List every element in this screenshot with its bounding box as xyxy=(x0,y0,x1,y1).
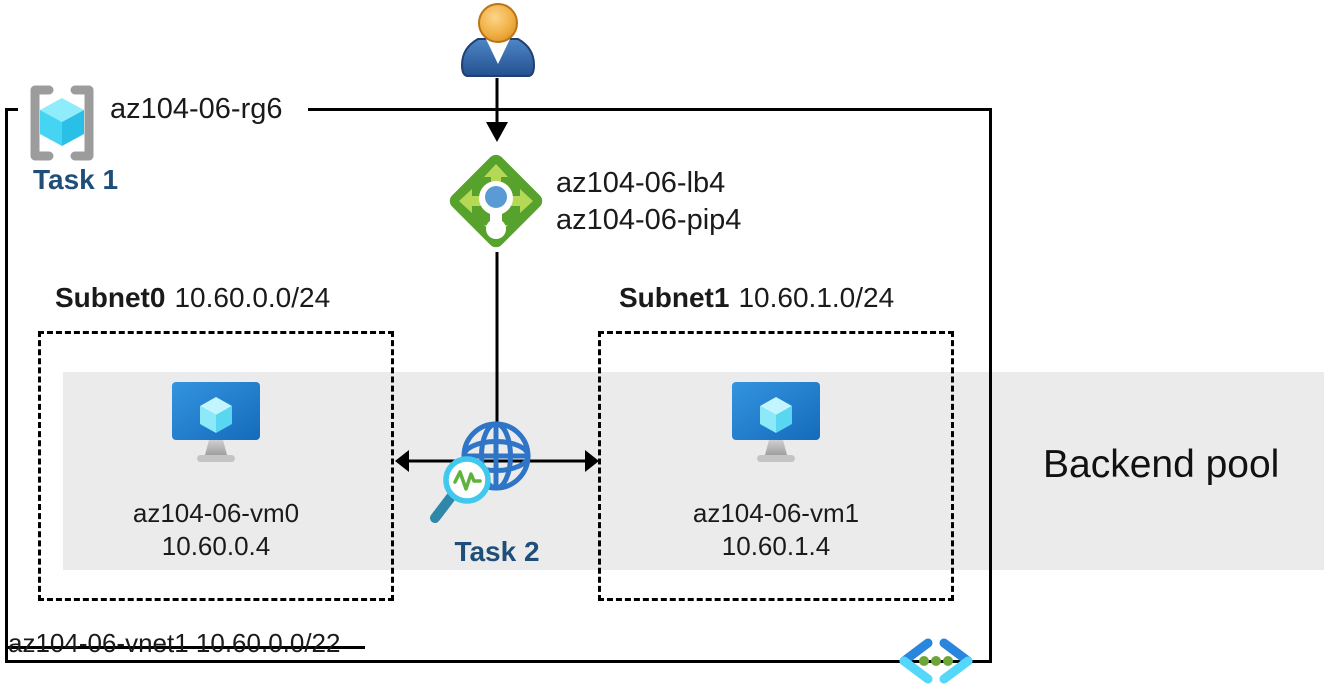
subnet0-cidr: 10.60.0.0/24 xyxy=(174,282,331,313)
network-watcher-globe-icon xyxy=(430,421,531,523)
vm1-label: az104-06-vm1 10.60.1.4 xyxy=(598,497,954,563)
resource-group-icon xyxy=(30,85,94,161)
load-balancer-labels: az104-06-lb4 az104-06-pip4 xyxy=(556,165,741,239)
right-arrowhead xyxy=(585,450,599,472)
load-balancer-name: az104-06-lb4 xyxy=(556,167,726,199)
vnet-label: az104-06-vnet1 10.60.0.0/22 xyxy=(8,628,341,658)
vm-icon xyxy=(732,382,820,462)
virtual-network-icon xyxy=(899,638,973,684)
subnet0-box xyxy=(38,331,394,601)
down-arrowhead xyxy=(486,122,508,142)
vnet-label-strike-line xyxy=(5,646,365,649)
vm0-name: az104-06-vm0 xyxy=(132,498,300,528)
vm0-label: az104-06-vm0 10.60.0.4 xyxy=(38,497,394,563)
task1-label: Task 1 xyxy=(33,164,119,195)
left-arrowhead xyxy=(395,450,409,472)
subnet1-cidr: 10.60.1.0/24 xyxy=(738,282,895,313)
public-ip-name: az104-06-pip4 xyxy=(556,204,742,236)
vm1-ip: 10.60.1.4 xyxy=(721,531,831,561)
subnet1-name: Subnet1 xyxy=(619,282,730,313)
subnet1-box xyxy=(598,331,954,601)
user-icon xyxy=(460,3,536,77)
backend-pool-label: Backend pool xyxy=(1043,443,1280,486)
subnet0-label: Subnet0 10.60.0.0/24 xyxy=(55,282,330,314)
resource-group-label: az104-06-rg6 xyxy=(110,93,283,125)
subnet0-name: Subnet0 xyxy=(55,282,166,313)
task2-label: Task 2 xyxy=(454,536,540,567)
subnet1-label: Subnet1 10.60.1.0/24 xyxy=(619,282,894,314)
vm1-name: az104-06-vm1 xyxy=(692,498,860,528)
backend-pool-band xyxy=(63,372,1324,570)
vm0-ip: 10.60.0.4 xyxy=(161,531,271,561)
rg-border-gap xyxy=(18,104,308,115)
vm-icon xyxy=(172,382,260,462)
load-balancer-icon xyxy=(449,154,543,248)
